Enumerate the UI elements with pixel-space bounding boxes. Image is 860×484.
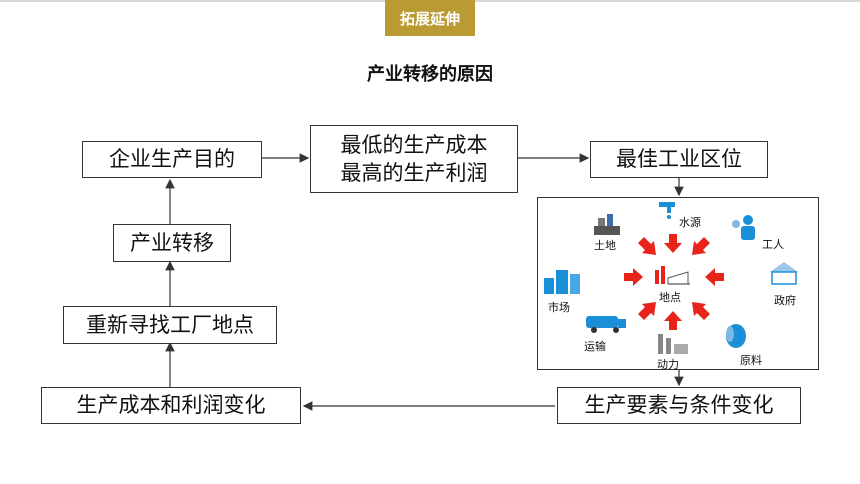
factor-water-label: 水源 (679, 216, 701, 229)
factor-government-label: 政府 (774, 294, 796, 307)
red-arrows (624, 234, 724, 330)
box-refind-site-label: 重新寻找工厂地点 (86, 312, 254, 337)
factor-labor-label: 工人 (762, 238, 784, 251)
box-cost-low-label: 最低的生产成本 (340, 132, 488, 157)
box-best-location: 最佳工业区位 (590, 141, 768, 178)
location-factors-art (544, 202, 798, 354)
box-factor-change: 生产要素与条件变化 (557, 387, 801, 424)
box-refind-site: 重新寻找工厂地点 (63, 306, 277, 344)
arrow-down-icon (664, 234, 682, 253)
factory-site-icon (655, 266, 690, 285)
worker-icon (732, 215, 755, 240)
box-profit-high-label: 最高的生产利润 (340, 161, 488, 185)
factor-material-label: 原料 (740, 354, 762, 367)
arrow-diag-icon (692, 237, 710, 255)
box-production-goal: 企业生产目的 (82, 141, 262, 178)
arrow-left-icon (705, 268, 724, 286)
arrow-diag-icon (638, 302, 656, 320)
transport-truck-icon (586, 316, 626, 333)
factor-land-label: 土地 (594, 239, 616, 252)
arrow-up-icon (664, 311, 682, 330)
box-cost-profit-change: 生产成本和利润变化 (41, 387, 301, 424)
land-icon (594, 214, 620, 235)
page-title: 产业转移的原因 (367, 64, 493, 85)
factor-transport-label: 运输 (584, 340, 606, 353)
raw-material-icon (726, 324, 746, 348)
box-best-location-label: 最佳工业区位 (616, 147, 742, 172)
factor-market-label: 市场 (548, 301, 570, 314)
market-icon (544, 270, 580, 294)
location-factors-figure: 水源 土地 工人 市场 政府 地点 运输 原料 动力 (537, 197, 819, 371)
box-factor-change-label: 生产要素与条件变化 (584, 393, 774, 418)
box-industry-transfer-label: 产业转移 (130, 230, 214, 255)
power-plant-icon (658, 334, 688, 354)
arrow-right-icon (624, 268, 643, 286)
section-badge: 拓展延伸 (385, 0, 475, 36)
factor-power-label: 动力 (657, 358, 679, 371)
arrow-diag-icon (638, 237, 656, 255)
factor-site-label: 地点 (659, 291, 681, 304)
arrow-diag-icon (692, 302, 710, 320)
box-cost-profit-change-label: 生产成本和利润变化 (76, 393, 266, 418)
government-icon (770, 262, 798, 285)
water-tap-icon (659, 202, 675, 219)
box-cost-profit: 最低的生产成本 最高的生产利润 (310, 125, 518, 193)
box-industry-transfer: 产业转移 (113, 224, 231, 262)
box-production-goal-label: 企业生产目的 (109, 147, 235, 172)
